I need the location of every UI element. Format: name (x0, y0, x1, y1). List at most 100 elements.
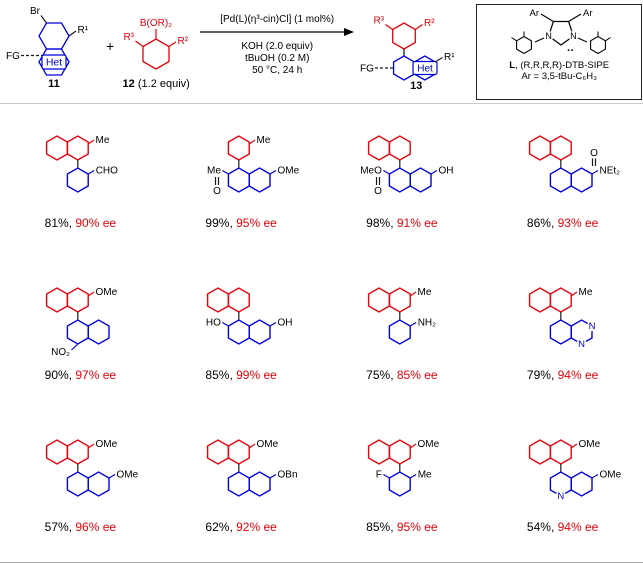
ring (248, 167, 271, 193)
ring (388, 135, 411, 161)
substituent-label: NEt₂ (599, 166, 620, 177)
r2-label: R² (424, 18, 435, 29)
substituent-label: Me (96, 135, 110, 146)
ee-value: 96% ee (75, 520, 117, 534)
n-atom: N (546, 31, 553, 41)
ee-value: 94% ee (557, 520, 599, 534)
ring (367, 135, 390, 161)
ring (207, 287, 230, 313)
ligand-structure: Ar Ar N N ·· (511, 8, 611, 57)
yield-line: 57%, 96% ee (45, 520, 116, 534)
ee-value: 92% ee (236, 520, 277, 534)
yield-value: 54%, (526, 520, 555, 534)
substituent-label: O (213, 186, 221, 197)
ring (67, 319, 90, 345)
substituent-label: NH₂ (418, 318, 436, 329)
reaction-conditions: [Pd(L)(η³-cin)Cl] (1 mol%) KOH (2.0 equi… (198, 4, 356, 77)
ring (409, 167, 432, 193)
ring (393, 55, 416, 81)
n-atom: N (588, 321, 595, 332)
substituent-label: O (590, 148, 598, 159)
ring (207, 439, 230, 465)
yield-line: 98%, 91% ee (366, 216, 437, 230)
product-13-number: 13 (410, 80, 423, 92)
yield-line: 85%, 99% ee (205, 368, 276, 382)
boronate-12-block: B(OR)₂ R³ R² 12 (1.2 equiv) (116, 4, 196, 90)
boronate-12-structure: B(OR)₂ R³ R² (124, 18, 189, 70)
substituent-label: OMe (117, 470, 139, 481)
substituent-label: Me (418, 470, 432, 481)
substrate-11-structure: Br R¹ FG Het (6, 6, 89, 76)
ring (38, 48, 70, 76)
br-label: Br (30, 6, 41, 17)
fg-label: FG (6, 51, 20, 62)
carbene-lone-pair: ·· (567, 45, 574, 57)
ring (248, 471, 271, 497)
ring (549, 439, 572, 465)
ring (392, 22, 417, 50)
yield-value: 75%, (366, 368, 394, 382)
boronate-12-number: 12 (1.2 equiv) (122, 78, 190, 90)
het-box (412, 60, 438, 76)
yield-line: 99%, 95% ee (205, 216, 276, 230)
substrate-11-block: Br R¹ FG Het 11 (4, 4, 104, 90)
r2-label: R² (178, 36, 189, 47)
ring (67, 135, 90, 161)
reaction-scheme: Br R¹ FG Het 11 + B(OR)₂ R³ R² 12 ( (0, 0, 643, 104)
substituent-label: NO₂ (51, 347, 70, 358)
condition-base: KOH (2.0 equiv) (241, 41, 314, 52)
ring (388, 319, 411, 345)
product-13-structure: R³ R² Het R¹ FG (360, 16, 455, 81)
yield-value: 90%, (44, 368, 73, 382)
ring (227, 439, 251, 465)
ring (367, 287, 390, 313)
substituent-label: OH (278, 318, 293, 329)
fg-label: FG (360, 64, 374, 75)
yield-value: 79%, (526, 368, 555, 382)
yield-value: 57%, (44, 520, 73, 534)
ring (528, 135, 551, 161)
ring (367, 439, 390, 465)
yield-value: 62%, (205, 520, 233, 534)
n-atom: N (570, 31, 577, 41)
yield-line: 85%, 95% ee (366, 520, 437, 534)
ee-value: 99% ee (236, 368, 277, 382)
ligand-box: Ar Ar N N ·· L, (R,R,R,R)-DTB-SIPE Ar = … (476, 4, 643, 100)
het-label: Het (417, 64, 433, 75)
substituent-label: Me (417, 287, 431, 298)
het-label: Het (46, 57, 62, 69)
substituent-label: MeO (360, 166, 382, 177)
substituent-label: Me (257, 135, 271, 146)
ring (549, 319, 572, 345)
ar-right-label: Ar (583, 8, 593, 19)
ring (227, 319, 251, 345)
substituent-label: OMe (417, 439, 439, 450)
plus-sign: + (106, 38, 115, 54)
yield-line: 86%, 93% ee (527, 216, 598, 230)
r1-label: R¹ (78, 25, 89, 36)
yield-line: 79%, 94% ee (527, 368, 598, 382)
ring (570, 167, 593, 193)
ee-value: 97% ee (75, 368, 117, 382)
n-atom: N (578, 339, 585, 350)
yield-value: 99%, (205, 216, 233, 230)
yield-value: 81%, (44, 216, 73, 230)
ring (388, 471, 411, 497)
het-box (41, 54, 67, 70)
